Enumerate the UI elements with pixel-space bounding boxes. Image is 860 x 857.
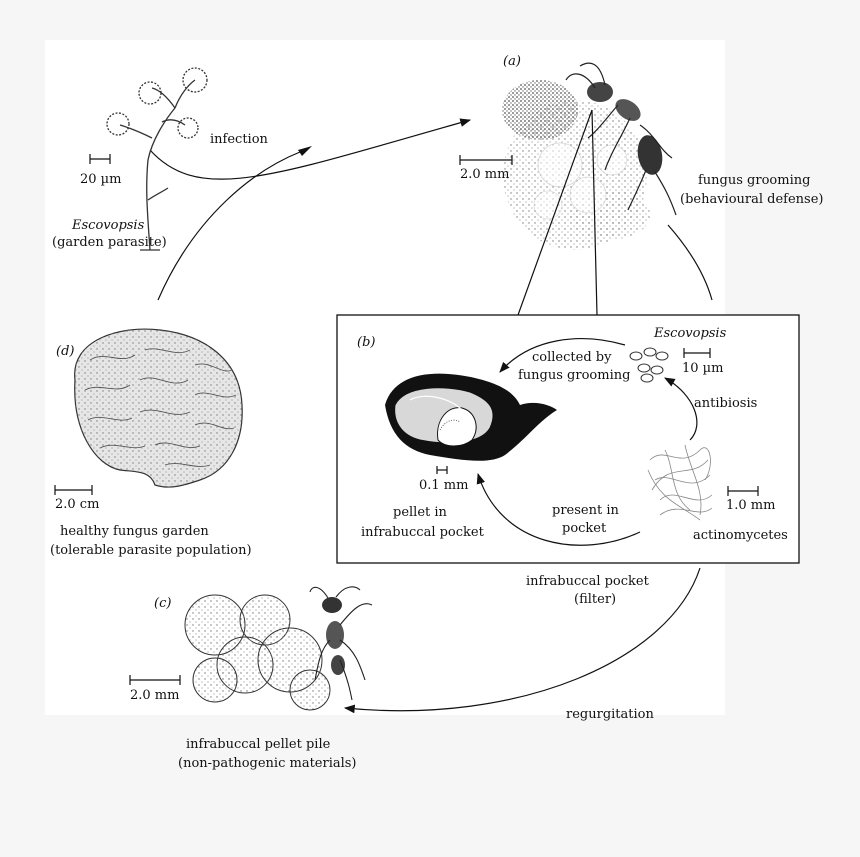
scale-bar-garden (54, 485, 93, 495)
scale-bar-ant (459, 155, 513, 165)
ant-head-section-illustration (385, 373, 557, 461)
scale-bar-escovopsis (683, 348, 711, 358)
pellet-line1: pellet in (393, 505, 447, 520)
pellet-scale-label: 0.1 mm (419, 478, 469, 493)
panel-label-b: (b) (357, 335, 376, 350)
fungus-grooming-line1: fungus grooming (698, 173, 811, 188)
garden-scale-label: 2.0 cm (55, 497, 100, 512)
actinomycetes-label: actinomycetes (693, 528, 788, 543)
ant-on-fungus-illustration (502, 62, 677, 250)
healthy-line2: (tolerable parasite population) (50, 543, 252, 558)
scale-bar-pile (129, 675, 181, 685)
present-line1: present in (552, 503, 619, 518)
fungus-garden-illustration (74, 328, 243, 488)
ibp-line1: infrabuccal pocket (526, 574, 649, 589)
scale-bar-actino (727, 486, 759, 496)
antibiosis-label: antibiosis (694, 396, 758, 411)
actino-scale-label: 1.0 mm (726, 498, 776, 513)
pile-scale-label: 2.0 mm (130, 688, 180, 703)
panel-label-c: (c) (154, 596, 172, 611)
garden-to-infection-arrow (157, 151, 301, 301)
escovopsis-top-name: Escovopsis (72, 218, 145, 233)
collected-line2: fungus grooming (518, 368, 631, 383)
regurgitation-arrow (343, 567, 701, 714)
fungus-grooming-line2: (behavioural defense) (680, 192, 824, 207)
present-arrow (476, 472, 641, 546)
pellet-pile-illustration (184, 586, 373, 711)
antibiosis-arrow (664, 377, 698, 441)
escovopsis-top-desc: (garden parasite) (52, 235, 167, 250)
ibp-line2: (filter) (574, 592, 617, 607)
collected-arrow (499, 338, 626, 373)
spore-scale-label: 20 µm (80, 172, 122, 187)
scale-bar-pellet (436, 466, 448, 474)
actinomycetes-illustration (647, 444, 713, 521)
panel-label-d: (d) (56, 344, 75, 359)
pile-line2: (non-pathogenic materials) (178, 756, 357, 771)
zoom-line-right (591, 109, 598, 316)
healthy-line1: healthy fungus garden (60, 524, 209, 539)
scale-bar-spore (89, 154, 111, 164)
escovopsis-spore-illustration (106, 67, 208, 251)
pellet-line2: infrabuccal pocket (361, 525, 484, 540)
regurgitation-label: regurgitation (566, 707, 654, 722)
infection-label: infection (210, 132, 268, 147)
collected-line1: collected by (532, 350, 612, 365)
grooming-arc (667, 224, 713, 301)
zoom-line-left (517, 109, 593, 316)
infection-arrow-mid-head (298, 146, 312, 156)
present-line2: pocket (562, 521, 607, 536)
escovopsis-inner-scale: 10 µm (682, 361, 724, 376)
ant-scale-label: 2.0 mm (460, 167, 510, 182)
panel-label-a: (a) (503, 54, 521, 69)
escovopsis-inner-name: Escovopsis (654, 326, 727, 341)
pile-line1: infrabuccal pellet pile (186, 737, 331, 752)
escovopsis-spores-cluster (629, 347, 669, 383)
